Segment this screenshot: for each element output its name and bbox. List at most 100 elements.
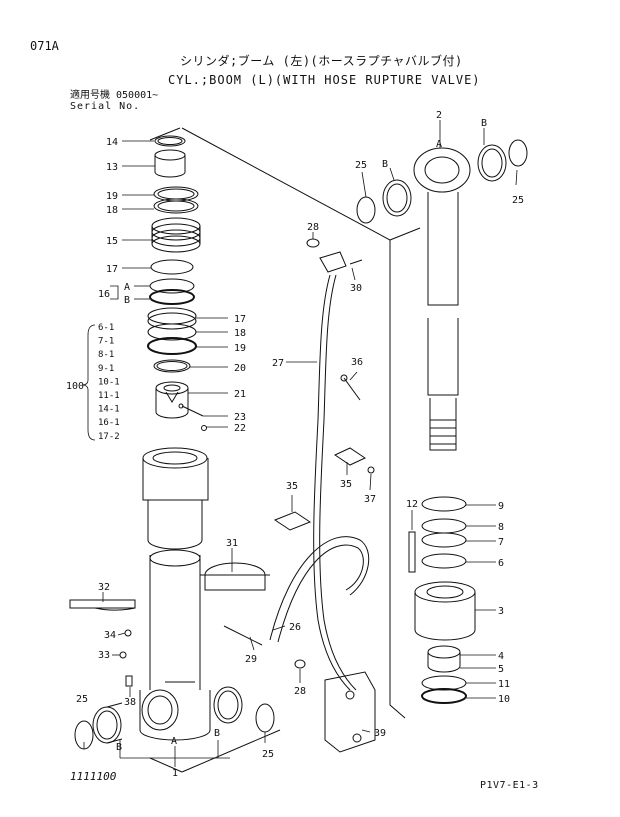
flange-28-top — [306, 238, 320, 248]
rod-2 — [413, 147, 471, 451]
callout-22: 22 — [234, 423, 246, 434]
bushing-B-left — [92, 702, 123, 744]
flange-block-top — [319, 251, 347, 273]
callout-18-upper: 18 — [106, 205, 118, 216]
callout-12: 12 — [406, 499, 418, 510]
callout-19-upper: 19 — [106, 191, 118, 202]
seal-kit-list: 6-17-18-19-110-111-114-116-117-2 — [98, 323, 120, 442]
callout-28-top: 28 — [307, 222, 319, 233]
ring-20 — [153, 359, 191, 373]
bolt-12 — [408, 531, 416, 573]
set-screw-23 — [178, 403, 204, 417]
clamp-31 — [200, 562, 270, 591]
kit-item: 14-1 — [98, 405, 120, 415]
callout-B-bottom-right: B — [214, 728, 220, 739]
bolt-30 — [349, 259, 363, 265]
kit-item: 17-2 — [98, 432, 120, 442]
callout-B-top: B — [481, 118, 487, 129]
callout-A-top: A — [436, 139, 442, 150]
callout-23: 23 — [234, 412, 246, 423]
seal-25-rod-right — [508, 139, 528, 167]
callout-5: 5 — [498, 664, 504, 675]
callout-6: 6 — [498, 558, 504, 569]
valve-39 — [324, 671, 376, 753]
callout-17-upper: 17 — [106, 264, 118, 275]
ring-8 — [421, 518, 467, 534]
callout-19-lower: 19 — [234, 343, 246, 354]
callout-38: 38 — [124, 697, 136, 708]
leader-lines — [81, 120, 518, 767]
callout-33: 33 — [98, 650, 110, 661]
ring-9 — [421, 496, 467, 512]
kit-item: 11-1 — [98, 391, 120, 401]
flange-28-bot — [294, 659, 306, 669]
washer-37 — [367, 466, 375, 474]
callout-26: 26 — [289, 622, 301, 633]
bushing-B-rod-right — [477, 144, 507, 182]
callout-20: 20 — [234, 363, 246, 374]
bolt-29 — [223, 625, 263, 646]
callout-34: 34 — [104, 630, 116, 641]
footer-left-code: 1111100 — [70, 770, 117, 783]
packing-15 — [151, 217, 201, 253]
callout-17-lower: 17 — [234, 314, 246, 325]
ring-16 — [149, 278, 195, 305]
seal-25-rod-left — [356, 196, 376, 224]
callout-16-B: B — [124, 295, 130, 306]
ring-11 — [421, 675, 467, 691]
callout-9: 9 — [498, 501, 504, 512]
bushing-4 — [427, 645, 461, 673]
ring-10 — [421, 688, 467, 704]
callout-4: 4 — [498, 651, 504, 662]
callout-100: 100 — [66, 381, 84, 392]
callout-25-rod-left: 25 — [355, 160, 367, 171]
pipe-27 — [313, 274, 357, 691]
nut-21 — [155, 381, 189, 419]
bolt-36 — [340, 374, 361, 401]
head-3 — [414, 581, 476, 641]
ring-6 — [421, 553, 467, 569]
callout-36: 36 — [351, 357, 363, 368]
ring-7 — [421, 532, 467, 548]
callout-14: 14 — [106, 137, 118, 148]
callout-35-lower: 35 — [286, 481, 298, 492]
callout-18-lower: 18 — [234, 328, 246, 339]
serial-label-japanese: 適用号機 050001~ — [70, 90, 159, 101]
ball-22 — [201, 425, 207, 431]
ring-18 — [153, 198, 199, 214]
kit-item: 16-1 — [98, 418, 120, 428]
hose-26 — [269, 536, 370, 643]
footer-right-code: P1V7-E1-3 — [480, 780, 539, 791]
ring-17-upper — [150, 259, 194, 275]
seal-25-right — [255, 703, 275, 733]
kit-item: 9-1 — [98, 364, 114, 374]
clip-35 — [333, 447, 367, 466]
callout-2: 2 — [436, 110, 442, 121]
callout-B-bottom-left: B — [116, 742, 122, 753]
bushing-B-rod-left — [382, 179, 412, 217]
callout-30: 30 — [350, 283, 362, 294]
kit-item: 8-1 — [98, 350, 114, 360]
title-japanese: シリンダ;ブーム (左)(ホースラプチャバルブ付) — [180, 54, 463, 68]
ring-19-lower — [147, 337, 197, 355]
callout-25-bottom-left: 25 — [76, 694, 88, 705]
callout-37: 37 — [364, 494, 376, 505]
page-code: 071A — [30, 39, 59, 53]
serial-label-english: Serial No. — [70, 101, 141, 112]
grease-fitting-38 — [125, 675, 133, 687]
callout-13: 13 — [106, 162, 118, 173]
callout-3: 3 — [498, 606, 504, 617]
kit-item: 10-1 — [98, 377, 120, 387]
callout-16: 16 — [98, 289, 110, 300]
bolt-33 — [119, 651, 127, 659]
callout-16-A: A — [124, 282, 130, 293]
bushing-13 — [154, 149, 186, 178]
callout-10: 10 — [498, 694, 510, 705]
callout-25-rod-right: 25 — [512, 195, 524, 206]
callout-39: 39 — [374, 728, 386, 739]
title-english: CYL.;BOOM (L)(WITH HOSE RUPTURE VALVE) — [168, 73, 481, 87]
callout-labels: 2 A B 25 25 B 14 13 19 18 15 17 16 A B 1… — [66, 110, 524, 779]
callout-25-bottom-right: 25 — [262, 749, 274, 760]
callout-15: 15 — [106, 236, 118, 247]
